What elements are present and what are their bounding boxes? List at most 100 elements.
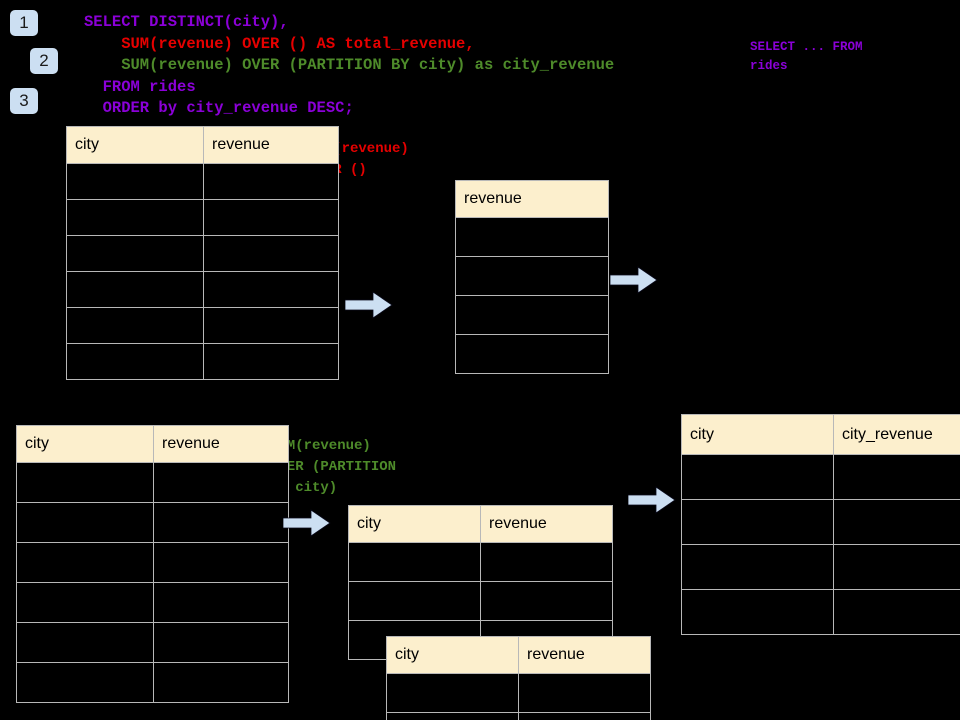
table-cell: [66, 163, 204, 200]
table-cell: [203, 235, 339, 272]
arrow-source-to-total: [344, 290, 393, 320]
table-cell: [16, 462, 154, 503]
table-row: [66, 163, 339, 200]
table-cell: [681, 499, 834, 545]
table-row: [348, 581, 613, 621]
table-cell: [203, 271, 339, 308]
table-cell: [16, 622, 154, 663]
table-cell: [203, 307, 339, 344]
table-cell: [66, 307, 204, 344]
table-header-row: revenue: [455, 180, 609, 218]
sql-line-1: SELECT DISTINCT(city),: [84, 13, 289, 31]
table-cell: [833, 544, 960, 590]
table-cell: [455, 334, 609, 374]
table-cell: [833, 499, 960, 545]
column-header-revenue: revenue: [480, 505, 613, 543]
table-cell: [16, 502, 154, 543]
table-row: [16, 582, 289, 623]
table-row: [16, 542, 289, 583]
table-row: [66, 199, 339, 236]
table-cell: [386, 673, 519, 713]
table-cell: [455, 256, 609, 296]
table-cell: [518, 673, 651, 713]
step-badge-3: 3: [10, 88, 38, 114]
table-cell: [386, 712, 519, 720]
table-cell: [480, 581, 613, 621]
table-cell: [681, 454, 834, 500]
table-cell: [153, 622, 289, 663]
table-row: [16, 622, 289, 663]
table-cell: [348, 581, 481, 621]
column-header-revenue: revenue: [153, 425, 289, 463]
column-header-city_revenue: city_revenue: [833, 414, 960, 455]
column-header-city: city: [66, 126, 204, 164]
table-row: [681, 499, 960, 545]
table-cell: [16, 582, 154, 623]
table-row: [16, 502, 289, 543]
table-row: [681, 544, 960, 590]
column-header-city: city: [16, 425, 154, 463]
table-row: [66, 271, 339, 308]
table-cell: [16, 542, 154, 583]
table-cell: [203, 163, 339, 200]
column-header-city: city: [348, 505, 481, 543]
table-cell: [66, 235, 204, 272]
table-cell: [681, 544, 834, 590]
select-from-rides-note: SELECT ... FROM rides: [750, 40, 863, 73]
step-badge-1: 1: [10, 10, 38, 36]
table-cell: [153, 502, 289, 543]
column-header-revenue: revenue: [455, 180, 609, 218]
table-cell: [681, 589, 834, 635]
table-cell: [455, 295, 609, 335]
sql-query-code: SELECT DISTINCT(city), SUM(revenue) OVER…: [84, 12, 614, 120]
table-row: [455, 217, 609, 257]
column-header-revenue: revenue: [518, 636, 651, 674]
table-cell: [480, 542, 613, 582]
table-cell: [66, 271, 204, 308]
table-row: [455, 256, 609, 296]
table-row: [386, 712, 651, 720]
sql-line-3: SUM(revenue) OVER (PARTITION BY city) as…: [84, 56, 615, 74]
sql-line-5: ORDER by city_revenue DESC;: [84, 99, 354, 117]
sql-line-4: FROM rides: [84, 77, 196, 96]
arrow-total-to-result-top: [609, 265, 658, 295]
table-cell: [203, 343, 339, 380]
table-row: [455, 295, 609, 335]
table-row: [66, 307, 339, 344]
table-row: [16, 662, 289, 703]
table-cell: [455, 217, 609, 257]
table-cell: [66, 343, 204, 380]
table-row: [386, 673, 651, 713]
table-cell: [203, 199, 339, 236]
table-row: [66, 235, 339, 272]
table-row: [16, 462, 289, 503]
column-header-city: city: [386, 636, 519, 674]
table-cell: [153, 662, 289, 703]
table-cell: [16, 662, 154, 703]
table-row: [348, 542, 613, 582]
table-cell: [518, 712, 651, 720]
step-badge-2: 2: [30, 48, 58, 74]
table-cell: [153, 542, 289, 583]
table-row: [455, 334, 609, 374]
sql-line-2: SUM(revenue) OVER () AS total_revenue,: [84, 34, 475, 53]
table-cell: [153, 582, 289, 623]
table-cell: [153, 462, 289, 503]
total-revenue-table: revenue: [455, 180, 609, 374]
table-row: [681, 454, 960, 500]
column-header-city: city: [681, 414, 834, 455]
column-header-revenue: revenue: [203, 126, 339, 164]
table-row: [681, 589, 960, 635]
arrow-source-to-partition: [282, 508, 331, 538]
arrow-partition-to-result: [627, 485, 676, 515]
